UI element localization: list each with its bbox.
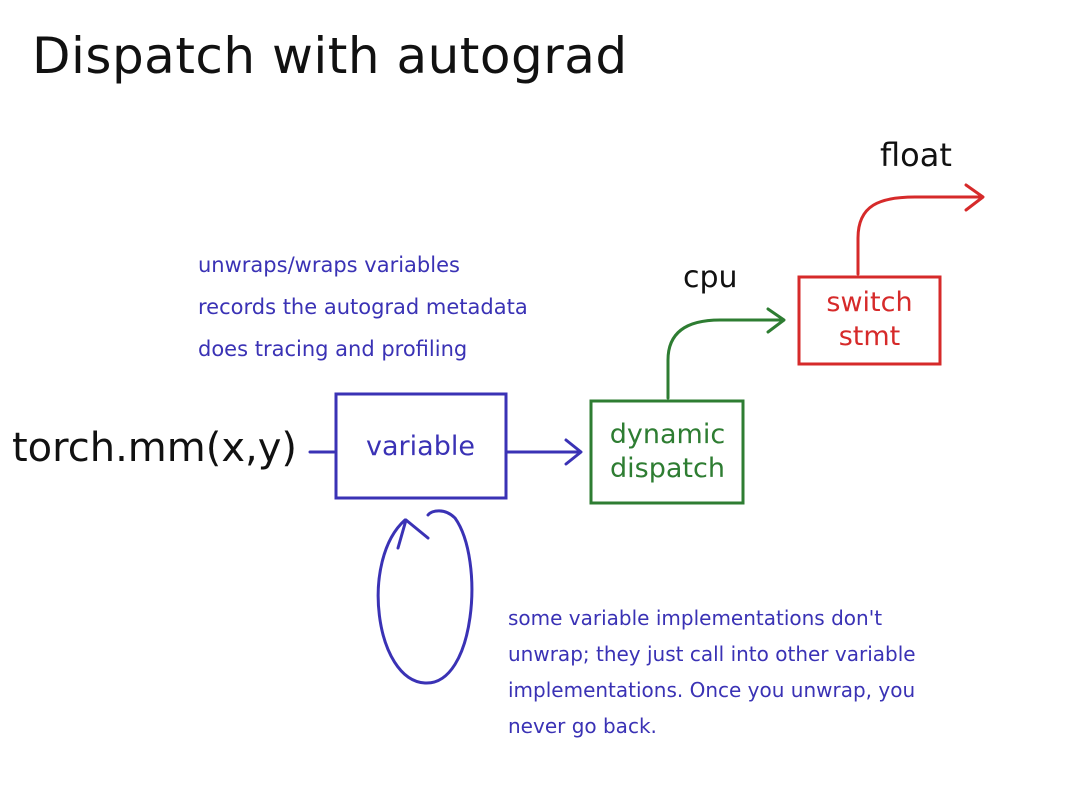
variable-notes: unwraps/wraps variables records the auto… [198,244,528,370]
variable-self-loop-arrowhead [396,518,430,550]
dynamic-dispatch-box [589,399,745,505]
loop-note-line: unwrap; they just call into other variab… [508,642,916,666]
dynamic-dispatch-line-1: dynamic [609,419,726,451]
variable-box-label: variable [334,392,507,500]
variable-note-line: records the autograd metadata [198,295,528,319]
loop-note-line: some variable implementations don't [508,606,883,630]
cpu-label: cpu [683,260,738,295]
variable-label: variable [366,430,475,462]
loop-note: some variable implementations don't unwr… [508,600,916,744]
page-title: Dispatch with autograd [32,27,628,85]
switch-stmt-box-label: switch stmt [799,276,940,364]
call-expression: torch.mm(x,y) [12,425,297,471]
loop-note-line: implementations. Once you unwrap, you [508,678,916,702]
variable-box [334,392,508,500]
cpu-arrow [666,307,786,400]
variable-note-line: does tracing and profiling [198,337,468,361]
variable-note-line: unwraps/wraps variables [198,253,460,277]
float-label: float [880,136,952,174]
dynamic-dispatch-box-label: dynamic dispatch [591,400,744,504]
variable-to-dispatch-arrow [504,438,583,466]
variable-self-loop [376,509,474,685]
loop-note-line: never go back. [508,714,657,738]
switch-stmt-line-2: stmt [838,321,901,352]
switch-stmt-line-1: switch [826,287,913,319]
float-arrow [856,183,985,276]
switch-stmt-box [797,275,942,366]
dynamic-dispatch-line-2: dispatch [610,453,725,484]
